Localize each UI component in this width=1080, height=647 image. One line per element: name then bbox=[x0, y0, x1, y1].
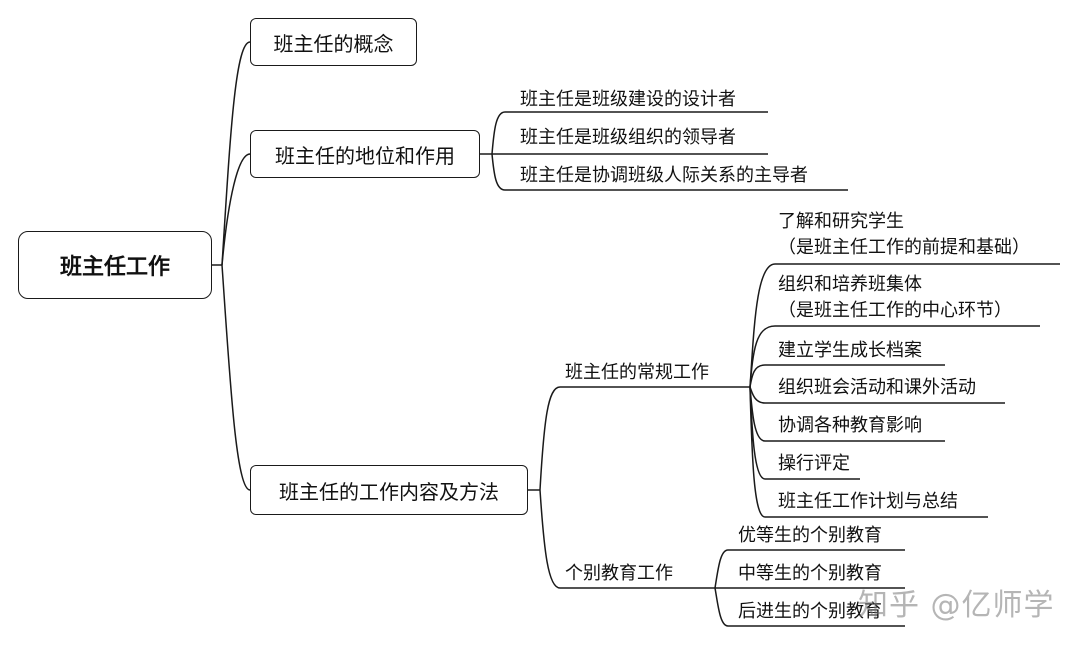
branch-content-methods: 班主任的工作内容及方法 bbox=[250, 465, 528, 515]
routine-item-collective-line1: 组织和培养班集体 bbox=[778, 274, 922, 295]
individual-item-middle: 中等生的个别教育 bbox=[738, 563, 882, 584]
routine-item-activities: 组织班会活动和课外活动 bbox=[778, 377, 976, 398]
role-coordinator: 班主任是协调班级人际关系的主导者 bbox=[520, 165, 808, 186]
role-leader: 班主任是班级组织的领导者 bbox=[520, 127, 736, 148]
watermark: 知乎 @亿师学 bbox=[858, 588, 1055, 623]
individual-item-top: 优等生的个别教育 bbox=[738, 525, 882, 546]
routine-item-evaluation: 操行评定 bbox=[778, 453, 850, 474]
branch-status-role-label: 班主任的地位和作用 bbox=[275, 143, 455, 168]
branch-concept: 班主任的概念 bbox=[250, 18, 417, 66]
root-node: 班主任工作 bbox=[18, 231, 212, 299]
routine-work-label: 班主任的常规工作 bbox=[565, 362, 709, 383]
branch-status-role: 班主任的地位和作用 bbox=[250, 130, 480, 178]
routine-item-archive: 建立学生成长档案 bbox=[778, 340, 922, 361]
routine-item-study-line1: 了解和研究学生 bbox=[778, 211, 904, 232]
branch-concept-label: 班主任的概念 bbox=[273, 31, 394, 56]
routine-item-plan-summary: 班主任工作计划与总结 bbox=[778, 491, 958, 512]
individual-work-label: 个别教育工作 bbox=[565, 563, 673, 584]
branch-content-methods-label: 班主任的工作内容及方法 bbox=[279, 479, 499, 504]
routine-item-study-line2: （是班主任工作的前提和基础） bbox=[778, 237, 1030, 258]
role-designer: 班主任是班级建设的设计者 bbox=[520, 89, 736, 110]
root-label: 班主任工作 bbox=[59, 255, 170, 280]
routine-item-collective-line2: （是班主任工作的中心环节） bbox=[778, 300, 1012, 321]
individual-item-low: 后进生的个别教育 bbox=[738, 601, 882, 622]
routine-item-coordinate: 协调各种教育影响 bbox=[778, 415, 922, 436]
